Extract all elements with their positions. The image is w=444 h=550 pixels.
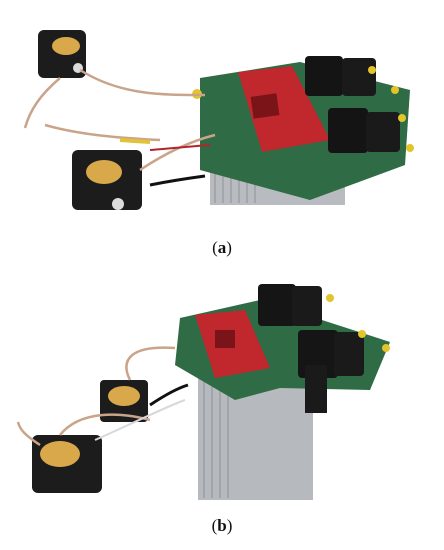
photo-power-converter-prototype-a <box>23 30 414 210</box>
inductor-top-left <box>258 284 296 326</box>
caption-a: (a) <box>212 238 232 257</box>
caption-b: (b) <box>211 516 233 535</box>
inductor-bottom-right <box>334 332 364 376</box>
figure-panel-a: (a) <box>0 0 444 270</box>
inductor-top-left <box>305 56 343 96</box>
inductor-bottom-left <box>328 108 368 153</box>
inductor-top-right <box>292 286 322 326</box>
control-board <box>238 66 330 152</box>
caption-label-b: b <box>217 516 227 535</box>
photo-power-converter-prototype-b <box>16 284 390 500</box>
inductor-top-right <box>342 58 376 96</box>
figure-panel-b: (b) <box>0 270 444 550</box>
inductor-bottom-right <box>366 112 400 152</box>
caption-label-a: a <box>217 238 227 257</box>
